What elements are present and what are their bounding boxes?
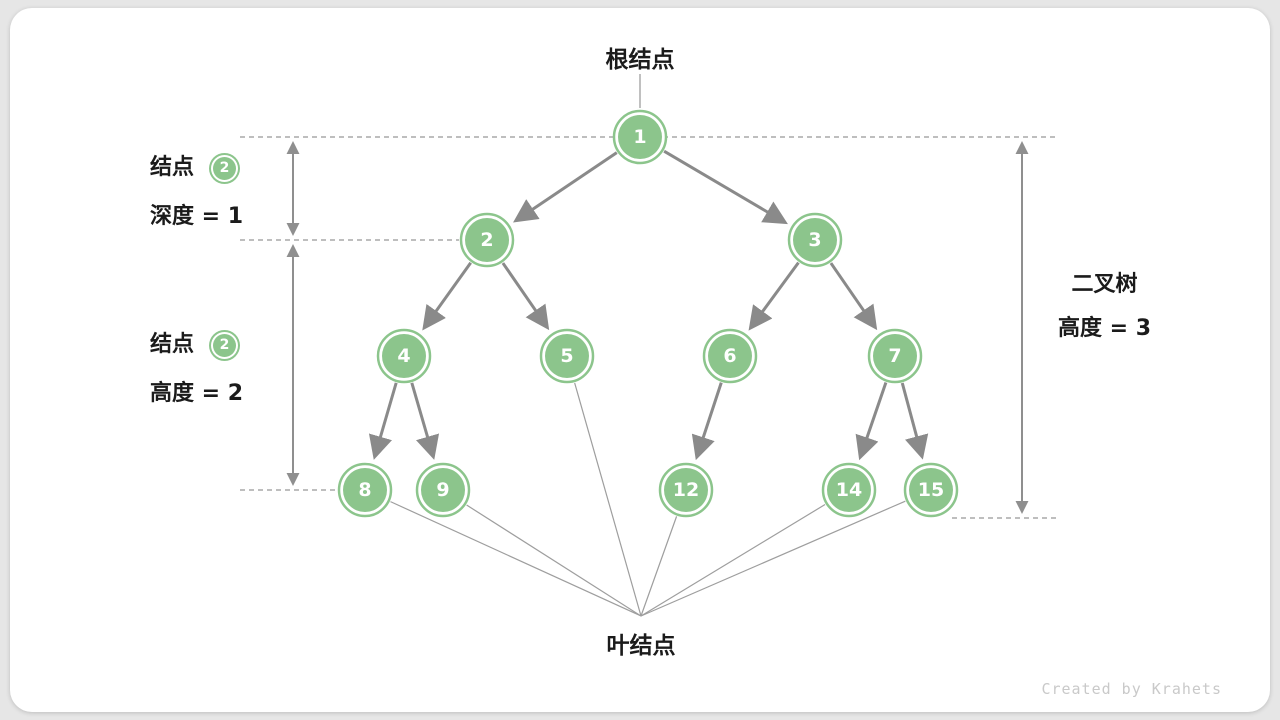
tree-node-value: 14	[836, 479, 862, 501]
tree-node: 8	[337, 462, 393, 518]
tree-edge	[748, 261, 800, 331]
tree-node: 9	[415, 462, 471, 518]
leaf-pointer-line	[574, 382, 642, 617]
tree-node-circle	[465, 218, 509, 262]
tree-node-circle	[827, 468, 871, 512]
tree-node: 1	[612, 109, 668, 165]
tree-edge	[691, 382, 723, 461]
tree-height-value: 高度 = 3	[1057, 316, 1152, 341]
leaf-pointer-line	[640, 516, 678, 617]
leaf-pointer-line	[466, 504, 642, 617]
tree-node: 2	[459, 212, 515, 268]
tree-node-circle	[873, 334, 917, 378]
dashed-guides-layer	[240, 136, 1057, 519]
root-node-label: 根结点	[605, 47, 675, 73]
tree-edges-layer	[368, 149, 929, 461]
tree-height-title: 二叉树	[1071, 272, 1138, 297]
tree-node: 3	[787, 212, 843, 268]
node-depth-prefix: 结点	[150, 155, 195, 180]
node-depth-annotation: 结点 2 深度 = 1	[150, 152, 243, 230]
tree-edge	[900, 382, 929, 460]
tree-node-value: 5	[560, 345, 573, 367]
node-depth-annotation-title: 结点 2	[150, 152, 243, 184]
tree-edge	[422, 261, 472, 331]
tree-node-circle	[618, 115, 662, 159]
tree-node-value: 7	[888, 345, 901, 367]
leaf-pointer-line	[640, 500, 906, 617]
tree-node: 7	[867, 328, 923, 384]
leaf-pointer-line	[390, 501, 642, 617]
tree-node-circle	[793, 218, 837, 262]
tree-node-value: 15	[918, 479, 944, 501]
node-2-badge: 2	[213, 333, 237, 357]
tree-node-value: 9	[436, 479, 449, 501]
tree-node-circle	[421, 468, 465, 512]
tree-node: 6	[702, 328, 758, 384]
tree-node-value: 1	[633, 126, 646, 148]
tree-node-circle	[708, 334, 752, 378]
tree-node: 5	[539, 328, 595, 384]
tree-node-circle	[909, 468, 953, 512]
leaf-pointer-line	[640, 503, 826, 617]
pointer-lines-layer	[390, 74, 906, 617]
tree-node: 4	[376, 328, 432, 384]
tree-edge	[513, 151, 618, 223]
tree-node-value: 12	[673, 479, 699, 501]
node-height-value: 高度 = 2	[150, 381, 244, 406]
leaf-node-label: 叶结点	[606, 633, 676, 659]
node-height-annotation-title: 结点 2	[150, 329, 243, 361]
node-height-annotation: 结点 2 高度 = 2	[150, 329, 243, 407]
tree-node-value: 4	[397, 345, 410, 367]
tree-node-value: 2	[480, 229, 493, 251]
tree-node-value: 6	[723, 345, 736, 367]
tree-node-circle	[343, 468, 387, 512]
node-height-prefix: 结点	[150, 332, 195, 357]
tree-edge	[829, 262, 878, 331]
watermark: Created by Krahets	[1041, 680, 1222, 698]
tree-node-value: 3	[808, 229, 821, 251]
measure-arrows-layer	[286, 141, 1029, 514]
tree-node-value: 8	[358, 479, 371, 501]
tree-edge	[855, 381, 888, 461]
tree-edge	[368, 382, 398, 460]
tree-node-circle	[664, 468, 708, 512]
tree-edge	[501, 262, 550, 331]
tree-edge	[410, 382, 440, 460]
node-depth-value: 深度 = 1	[150, 204, 244, 229]
tree-node-circle	[545, 334, 589, 378]
tree-edge	[663, 149, 788, 225]
node-2-badge: 2	[213, 156, 237, 180]
tree-node: 14	[821, 462, 877, 518]
tree-node-circle	[382, 334, 426, 378]
tree-height-annotation: 二叉树 高度 = 3	[1047, 272, 1162, 342]
tree-node: 15	[903, 462, 959, 518]
tree-node: 12	[658, 462, 714, 518]
